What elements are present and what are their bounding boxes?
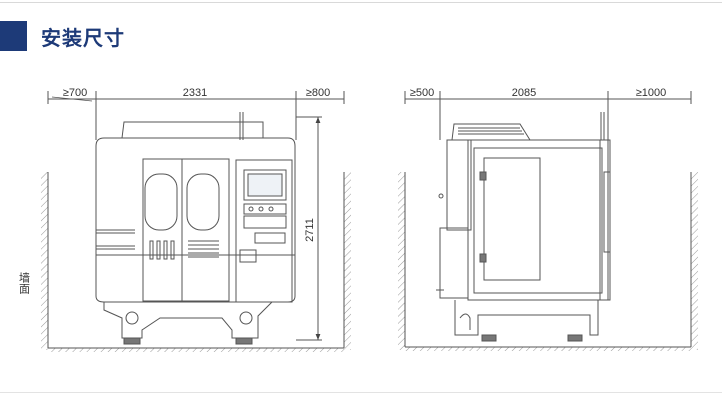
door-window-left <box>144 173 178 231</box>
control-handwheel <box>254 232 286 244</box>
dim-tick <box>51 96 93 102</box>
side-floor-hatch <box>405 347 691 351</box>
base-leveling-hole-right <box>239 311 253 325</box>
wall-label: 墙面 <box>18 271 31 294</box>
control-box <box>239 249 257 263</box>
side-hinge-top <box>479 171 487 181</box>
control-screen <box>243 169 287 201</box>
front-dim-width: 2331 <box>183 87 207 99</box>
section-header: 安装尺寸 <box>0 20 125 52</box>
right-wall-hatch <box>344 172 351 350</box>
side-view <box>398 91 698 351</box>
side-right-wall-hatch <box>691 172 698 350</box>
bottom-divider <box>0 392 722 393</box>
front-view <box>41 91 351 352</box>
base-leveling-hole-left <box>125 311 139 325</box>
side-dim-depth: 2085 <box>512 87 536 99</box>
floor-hatch <box>48 348 344 352</box>
top-divider <box>0 2 722 3</box>
foot-right <box>235 337 253 345</box>
side-door-panel <box>483 157 541 281</box>
control-buttons-row <box>243 215 287 229</box>
vent-right <box>188 240 219 258</box>
side-dim-right-clearance: ≥1000 <box>636 87 667 99</box>
machine-base <box>103 301 273 339</box>
side-small-knob <box>438 193 444 199</box>
front-dim-height: 2711 <box>304 218 316 242</box>
front-dim-right-clearance: ≥800 <box>306 87 330 99</box>
side-dim-left-clearance: ≥500 <box>410 87 434 99</box>
side-lower-box <box>439 227 469 299</box>
vent-left <box>149 240 175 260</box>
front-dim-left-clearance: ≥700 <box>63 87 87 99</box>
foot-left <box>123 337 141 345</box>
header-accent-block <box>0 21 27 51</box>
left-wall-hatch <box>41 172 48 350</box>
control-screen-display <box>247 173 283 197</box>
side-hinge-bottom <box>479 253 487 263</box>
side-foot-right <box>567 334 583 342</box>
machine-roof <box>121 121 264 139</box>
side-electrical-cabinet <box>446 139 472 231</box>
control-keys-row <box>243 203 287 215</box>
machine-body <box>95 137 296 303</box>
side-main-body <box>467 139 609 301</box>
door-panel <box>142 158 230 302</box>
section-title: 安装尺寸 <box>41 27 125 50</box>
side-base-hook <box>459 313 471 330</box>
control-column <box>235 159 293 303</box>
door-window-right <box>186 173 220 231</box>
side-rear-slot <box>603 171 611 253</box>
side-left-wall-hatch <box>398 172 405 350</box>
side-inner-frame <box>473 147 603 294</box>
side-base <box>454 300 599 336</box>
side-top-cap <box>451 123 531 141</box>
side-foot-left <box>481 334 497 342</box>
